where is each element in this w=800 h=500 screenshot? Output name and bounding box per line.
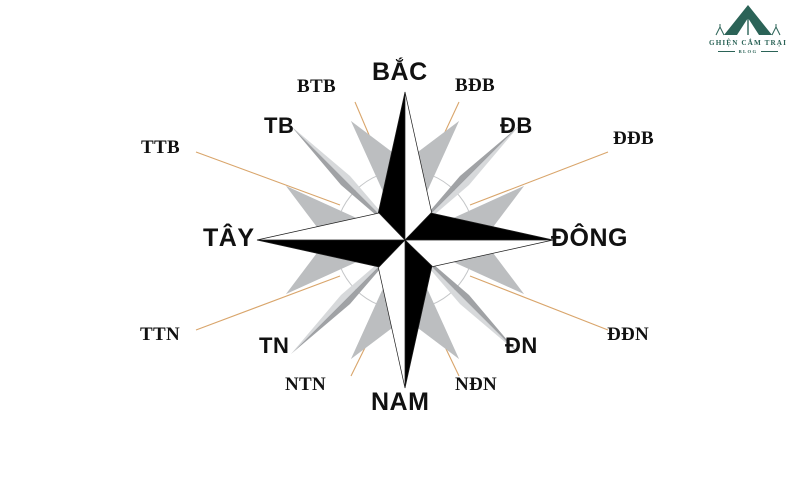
direction-label-ddb: ĐĐB <box>613 128 655 149</box>
logo-subtitle: BLOG <box>738 49 758 54</box>
direction-label-tay: TÂY <box>203 224 255 252</box>
lead-ddn <box>469 275 609 331</box>
direction-label-ndn: NĐN <box>455 374 498 395</box>
direction-label-ttn: TTN <box>140 324 180 345</box>
lead-ttb <box>195 151 341 206</box>
direction-label-dong: ĐÔNG <box>551 224 628 252</box>
direction-label-tb: TB <box>264 113 295 138</box>
direction-label-db: ĐB <box>500 113 533 138</box>
lead-ttn <box>195 275 341 331</box>
site-logo: GHIỆN CẮM TRẠI BLOG <box>700 4 796 66</box>
logo-name: GHIỆN CẮM TRẠI <box>709 39 787 47</box>
logo-divider-right <box>761 51 779 52</box>
direction-label-ttb: TTB <box>141 137 180 158</box>
direction-label-btb: BTB <box>297 76 336 97</box>
intercardinal-points-group <box>291 126 519 354</box>
direction-label-ddn: ĐĐN <box>607 324 650 345</box>
direction-label-bdb: BĐB <box>455 75 495 96</box>
lead-ddb <box>469 151 609 206</box>
direction-label-ntn: NTN <box>285 374 327 395</box>
direction-label-nam: NAM <box>371 388 430 416</box>
logo-subtitle-row: BLOG <box>717 49 779 54</box>
direction-label-tn: TN <box>259 333 290 358</box>
cardinal-points-group <box>256 91 554 389</box>
direction-label-dn: ĐN <box>505 333 538 358</box>
direction-label-bac: BẮC <box>372 58 428 86</box>
tent-icon <box>715 5 781 36</box>
logo-divider-left <box>717 51 735 52</box>
